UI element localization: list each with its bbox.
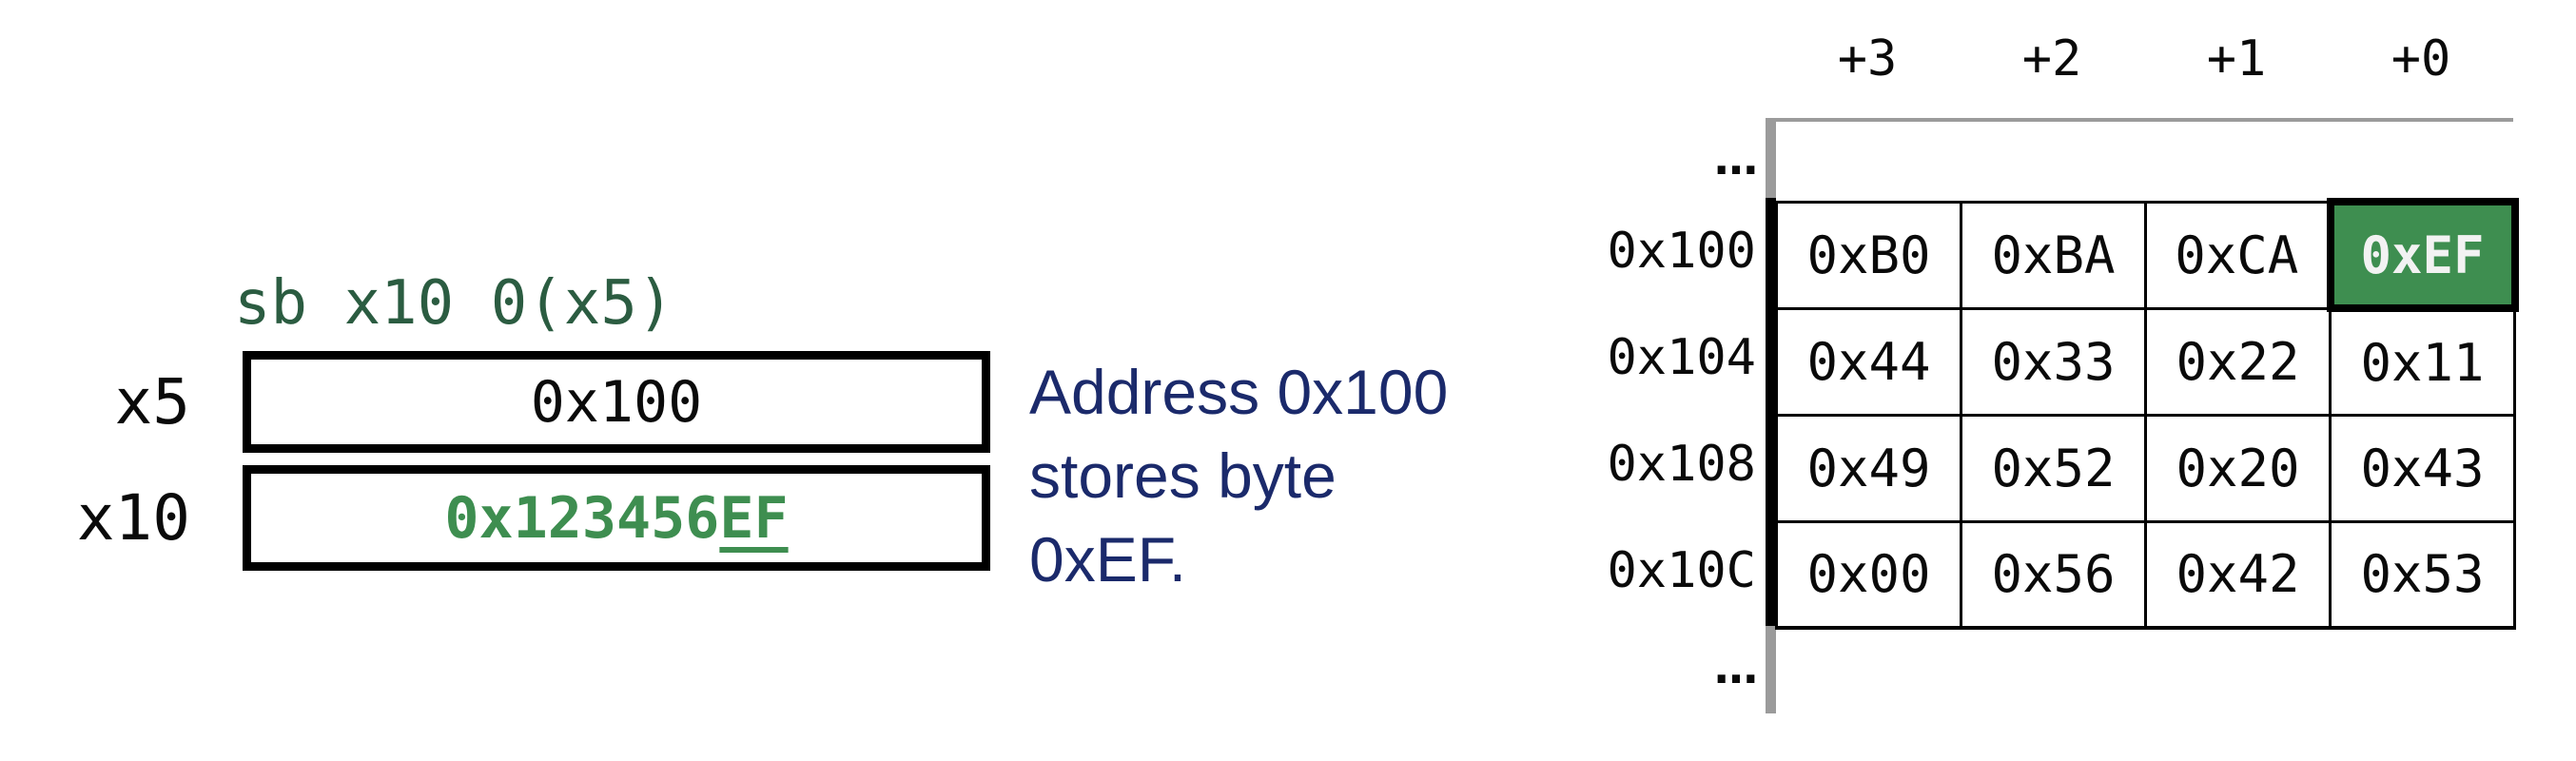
register-label-x10: x10 — [76, 481, 190, 555]
memory-cell: 0x53 — [2329, 519, 2516, 630]
byte-offset-header-plus3: +3 — [1837, 30, 1898, 88]
memory-cell: 0xBA — [1960, 200, 2147, 310]
memory-cell: 0x49 — [1775, 413, 1962, 523]
caption-line: stores byte — [1029, 440, 1337, 511]
memory-cell: 0x56 — [1960, 519, 2147, 630]
caption-line: 0xEF. — [1029, 524, 1187, 595]
memory-cell: 0x00 — [1775, 519, 1962, 630]
memory-cell: 0x42 — [2144, 519, 2332, 630]
memory-cell: 0x52 — [1960, 413, 2147, 523]
register-box-x5: 0x100 — [243, 351, 990, 453]
memory-cell: 0x22 — [2144, 306, 2332, 417]
memory-left-rule-top — [1766, 118, 1776, 200]
byte-offset-header-plus2: +2 — [2021, 30, 2082, 88]
memory-cell: 0x43 — [2329, 413, 2516, 523]
byte-offset-header-plus0: +0 — [2391, 30, 2451, 88]
memory-row-0x100: 0xB0 0xBA 0xCA 0xEF — [1775, 198, 2519, 312]
memory-row-0x104: 0x44 0x33 0x22 0x11 — [1775, 306, 2516, 417]
memory-cell: 0x11 — [2329, 306, 2516, 417]
memory-ellipsis-below: … — [1714, 642, 1758, 693]
register-value-x5: 0x100 — [530, 368, 703, 436]
caption-line: Address 0x100 — [1029, 357, 1449, 427]
register-value-x10-prefix: 0x123456 — [444, 484, 720, 552]
address-label-0x108: 0x108 — [1607, 436, 1756, 493]
caption-text: Address 0x100 stores byte 0xEF. — [1029, 350, 1562, 601]
memory-left-rule-bottom — [1766, 626, 1776, 713]
register-box-x10: 0x123456EF — [243, 465, 990, 571]
address-label-0x100: 0x100 — [1607, 223, 1756, 280]
memory-row-0x108: 0x49 0x52 0x20 0x43 — [1775, 413, 2516, 523]
memory-cell-stored-byte: 0xEF — [2326, 198, 2519, 312]
memory-cell: 0x20 — [2144, 413, 2332, 523]
memory-cell: 0x33 — [1960, 306, 2147, 417]
register-value-x10-stored-byte: EF — [719, 484, 789, 552]
memory-cell: 0x44 — [1775, 306, 1962, 417]
memory-cell: 0xB0 — [1775, 200, 1962, 310]
byte-offset-header-plus1: +1 — [2206, 30, 2267, 88]
memory-top-rule — [1766, 118, 2513, 122]
memory-left-bar — [1766, 198, 1776, 628]
register-value-x10: 0x123456EF — [444, 485, 788, 552]
memory-table: 0xB0 0xBA 0xCA 0xEF 0x44 0x33 0x22 0x11 … — [1775, 198, 2519, 630]
memory-row-0x10C: 0x00 0x56 0x42 0x53 — [1775, 519, 2516, 630]
memory-cell: 0xCA — [2144, 200, 2332, 310]
instruction-code: sb x10 0(x5) — [234, 268, 674, 339]
memory-ellipsis-above: … — [1714, 133, 1758, 185]
register-label-x5: x5 — [114, 365, 190, 439]
address-label-0x104: 0x104 — [1607, 329, 1756, 386]
address-label-0x10C: 0x10C — [1607, 542, 1756, 599]
